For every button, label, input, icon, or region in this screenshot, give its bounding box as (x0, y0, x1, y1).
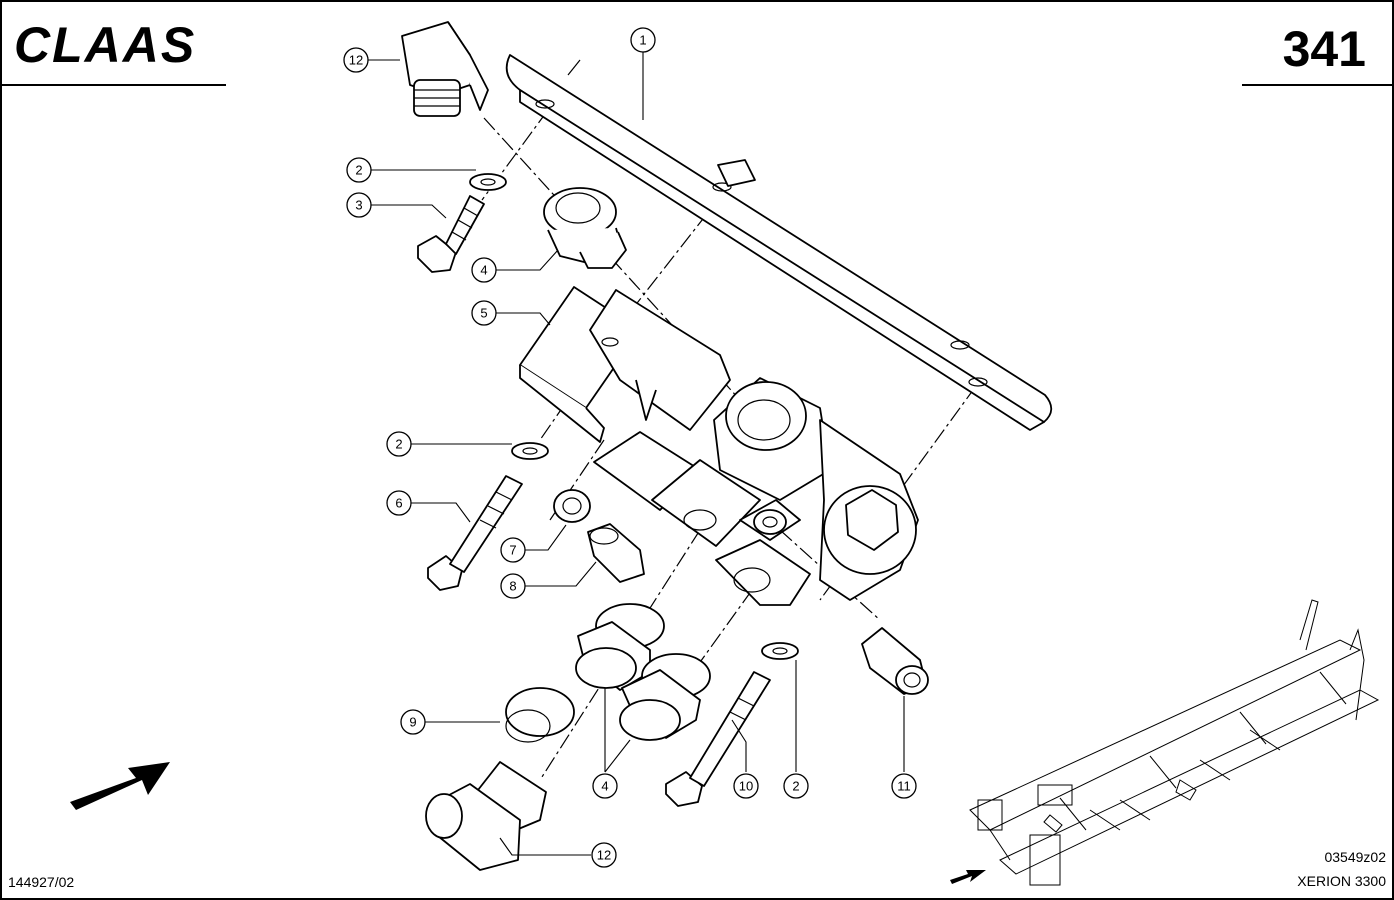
part-4-adapter-bottom-left (575, 603, 665, 691)
svg-text:2: 2 (395, 437, 402, 452)
callout-2-top: 2 (346, 157, 372, 183)
callout-4-top: 4 (471, 257, 497, 283)
brand-logo: CLAAS (14, 17, 196, 73)
callout-7: 7 (500, 537, 526, 563)
part-5-valve-block (519, 286, 919, 606)
view-direction-arrow-icon (70, 762, 170, 810)
callout-3: 3 (346, 192, 372, 218)
brand-logo-text: CLAAS (14, 17, 196, 73)
svg-text:10: 10 (739, 779, 753, 794)
part-2-washer-top (469, 173, 507, 191)
part-2-washer-middle (511, 442, 549, 460)
svg-text:9: 9 (409, 715, 416, 730)
part-11-adapter (861, 627, 929, 695)
part-10-long-bolt (665, 671, 771, 807)
svg-text:4: 4 (480, 263, 487, 278)
svg-text:5: 5 (480, 306, 487, 321)
part-12-elbow-fitting-top (401, 21, 489, 117)
callout-1: 1 (630, 27, 656, 53)
svg-text:12: 12 (597, 848, 611, 863)
locator-arrow-icon (950, 870, 986, 884)
callout-9: 9 (400, 709, 426, 735)
part-9-plug (505, 687, 575, 743)
part-4-adapter-top (543, 187, 627, 269)
figure-code: 03549z02 (1324, 849, 1386, 865)
callout-2-middle: 2 (386, 431, 412, 457)
page-number: 341 (1283, 21, 1366, 77)
svg-text:2: 2 (792, 779, 799, 794)
callout-11: 11 (891, 773, 917, 799)
callout-12-bottom: 12 (591, 842, 617, 868)
part-12-elbow-fitting-bottom (425, 761, 547, 871)
doc-number: 144927/02 (8, 874, 74, 890)
part-6-long-bolt (427, 475, 523, 591)
part-8-small-adapter (587, 523, 645, 583)
callout-5: 5 (471, 300, 497, 326)
chassis-locator-thumbnail (969, 599, 1380, 886)
svg-text:11: 11 (897, 779, 911, 794)
model-name: XERION 3300 (1297, 873, 1386, 889)
svg-text:1: 1 (639, 33, 646, 48)
part-7-seal-ring (553, 489, 591, 523)
callout-6: 6 (386, 490, 412, 516)
callout-4-bottom: 4 (592, 773, 618, 799)
svg-text:7: 7 (509, 543, 516, 558)
part-4-adapter-bottom-right (619, 653, 711, 741)
callout-2-bottom: 2 (783, 773, 809, 799)
svg-text:2: 2 (355, 163, 362, 178)
svg-text:8: 8 (509, 579, 516, 594)
callout-8: 8 (500, 573, 526, 599)
callout-10: 10 (733, 773, 759, 799)
part-1-mounting-plate (505, 54, 1053, 431)
leader-lines (368, 52, 905, 856)
svg-text:6: 6 (395, 496, 402, 511)
part-3-bolt (417, 195, 485, 273)
part-2-washer-bottom (761, 642, 799, 660)
svg-text:3: 3 (355, 198, 362, 213)
svg-text:4: 4 (601, 779, 608, 794)
callout-12-top: 12 (343, 47, 369, 73)
svg-text:12: 12 (349, 53, 363, 68)
